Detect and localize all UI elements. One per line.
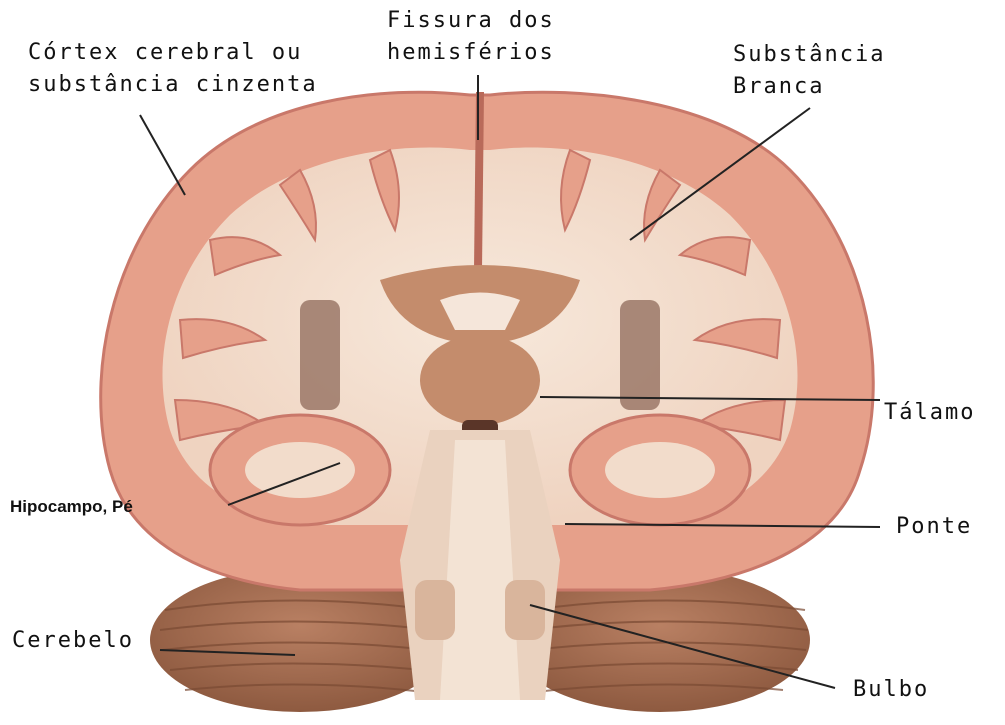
label-cortex-line2: substância cinzenta (28, 70, 318, 100)
label-ponte: Ponte (896, 512, 972, 542)
label-bulbo: Bulbo (853, 675, 929, 705)
brainstem-shape (400, 430, 560, 700)
label-cerebelo: Cerebelo (12, 626, 134, 656)
label-talamo: Tálamo (884, 398, 975, 428)
label-fissura-line1: Fissura dos (387, 6, 555, 36)
label-hipocampo: Hipocampo, Pé (10, 492, 133, 522)
label-cortex-line1: Córtex cerebral ou (28, 38, 302, 68)
label-branca-line1: Substância (733, 40, 885, 70)
label-branca-line2: Branca (733, 72, 824, 102)
label-fissura-line2: hemisférios (387, 38, 555, 68)
